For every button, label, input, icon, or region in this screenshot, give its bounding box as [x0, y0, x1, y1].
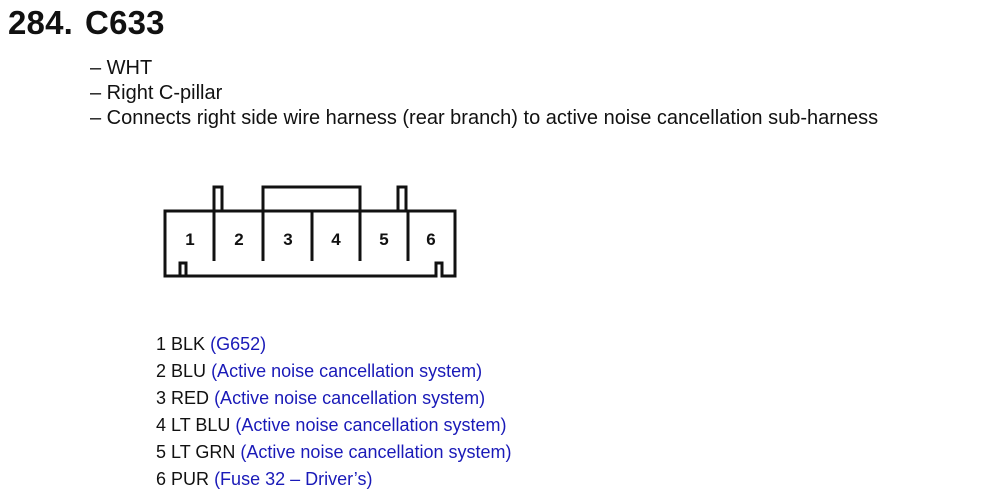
pin-number: 1	[156, 334, 167, 354]
pin-label-1: 1	[185, 230, 194, 249]
connector-housing	[163, 209, 457, 278]
pin-label-6: 6	[426, 230, 435, 249]
connector-face-diagram: 1 2 3 4 5 6	[163, 185, 457, 278]
wire-color: RED	[171, 388, 210, 408]
circuit-reference-link[interactable]: (G652)	[210, 334, 267, 354]
connector-index: 284.	[8, 4, 74, 41]
pinout-list: 1 BLK (G652) 2 BLU (Active noise cancell…	[156, 331, 512, 493]
pin-label-3: 3	[283, 230, 292, 249]
pin-label-5: 5	[379, 230, 388, 249]
connector-details: – WHT – Right C-pillar – Connects right …	[90, 56, 878, 131]
wire-color: PUR	[171, 469, 210, 489]
circuit-reference-link[interactable]: (Active noise cancellation system)	[211, 361, 483, 381]
circuit-reference-link[interactable]: (Fuse 32 – Driver’s)	[214, 469, 373, 489]
pin-label-4: 4	[331, 230, 341, 249]
wire-color: LT GRN	[171, 442, 236, 462]
pinout-row-2: 2 BLU (Active noise cancellation system)	[156, 358, 512, 385]
circuit-reference-link[interactable]: (Active noise cancellation system)	[214, 388, 486, 408]
circuit-reference-link[interactable]: (Active noise cancellation system)	[240, 442, 512, 462]
right-locking-tab	[396, 185, 408, 211]
left-locking-tab	[212, 185, 224, 211]
pinout-row-5: 5 LT GRN (Active noise cancellation syst…	[156, 439, 512, 466]
wire-color: LT BLU	[171, 415, 231, 435]
wire-color: BLU	[171, 361, 207, 381]
pinout-row-4: 4 LT BLU (Active noise cancellation syst…	[156, 412, 512, 439]
wire-color: BLK	[171, 334, 206, 354]
pinout-row-3: 3 RED (Active noise cancellation system)	[156, 385, 512, 412]
connector-location-line: – Right C-pillar	[90, 82, 223, 104]
pin-number: 2	[156, 361, 167, 381]
pin-number: 3	[156, 388, 167, 408]
connector-function-line: – Connects right side wire harness (rear…	[90, 107, 879, 129]
page-title: 284. C633	[8, 4, 165, 42]
pin-number: 5	[156, 442, 167, 462]
pin-number: 6	[156, 469, 167, 489]
pin-number: 4	[156, 415, 167, 435]
circuit-reference-link[interactable]: (Active noise cancellation system)	[235, 415, 507, 435]
connector-code: C633	[85, 4, 165, 41]
pinout-row-1: 1 BLK (G652)	[156, 331, 512, 358]
center-key-tab	[261, 185, 362, 211]
connector-color-line: – WHT	[90, 57, 153, 79]
pinout-row-6: 6 PUR (Fuse 32 – Driver’s)	[156, 466, 512, 493]
pin-label-2: 2	[234, 230, 243, 249]
